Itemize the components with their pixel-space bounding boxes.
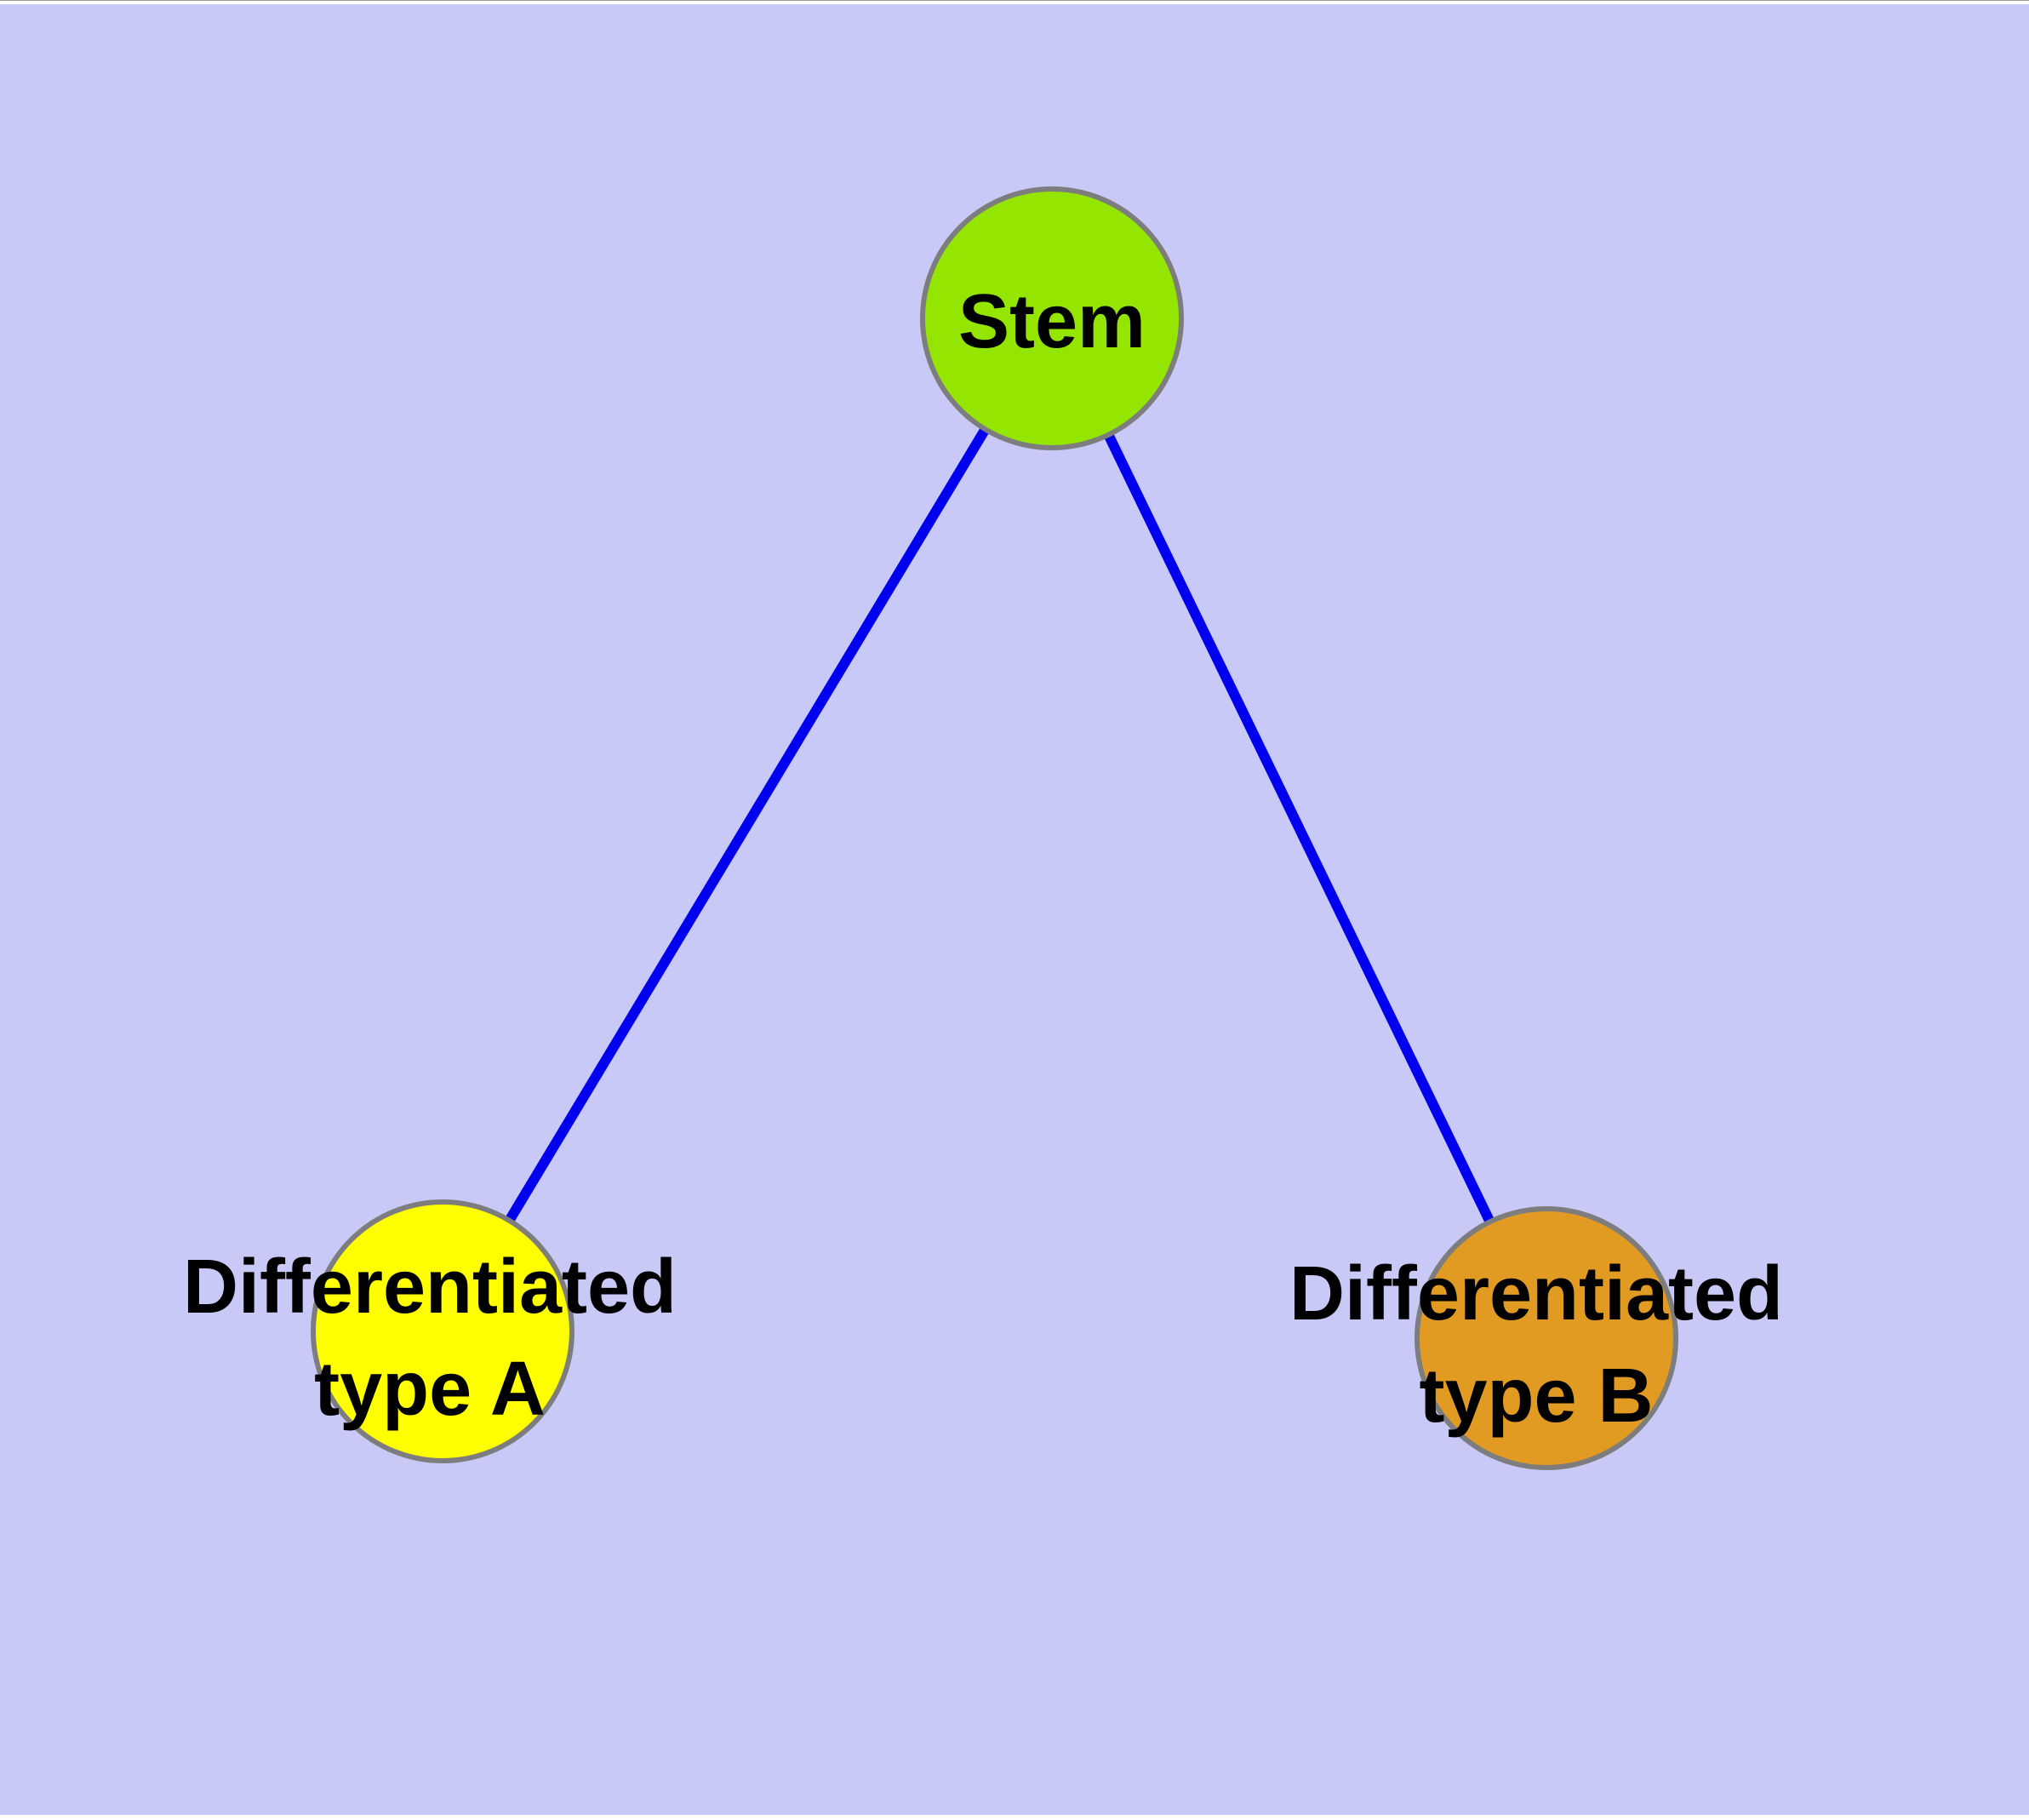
node-stem: Stem — [920, 186, 1184, 450]
top-hairline — [0, 0, 2029, 1]
edge-stem-to-type-b — [1047, 313, 1552, 1343]
node-type-a-circle — [311, 1199, 574, 1463]
node-type-b-label-line2: type B — [1419, 1354, 1653, 1439]
node-type-b-circle — [1415, 1206, 1678, 1470]
node-type-a-label-line1: Differentiated — [183, 1245, 677, 1330]
node-stem-circle — [920, 186, 1184, 450]
node-differentiated-type-b: Differentiated type B — [1289, 1206, 1783, 1470]
edge-stem-to-type-a — [437, 313, 1057, 1336]
node-type-a-label-line2: type A — [314, 1347, 546, 1432]
node-stem-label: Stem — [958, 279, 1146, 364]
node-differentiated-type-a: Differentiated type A — [183, 1199, 677, 1463]
node-type-b-label-line1: Differentiated — [1289, 1251, 1783, 1336]
